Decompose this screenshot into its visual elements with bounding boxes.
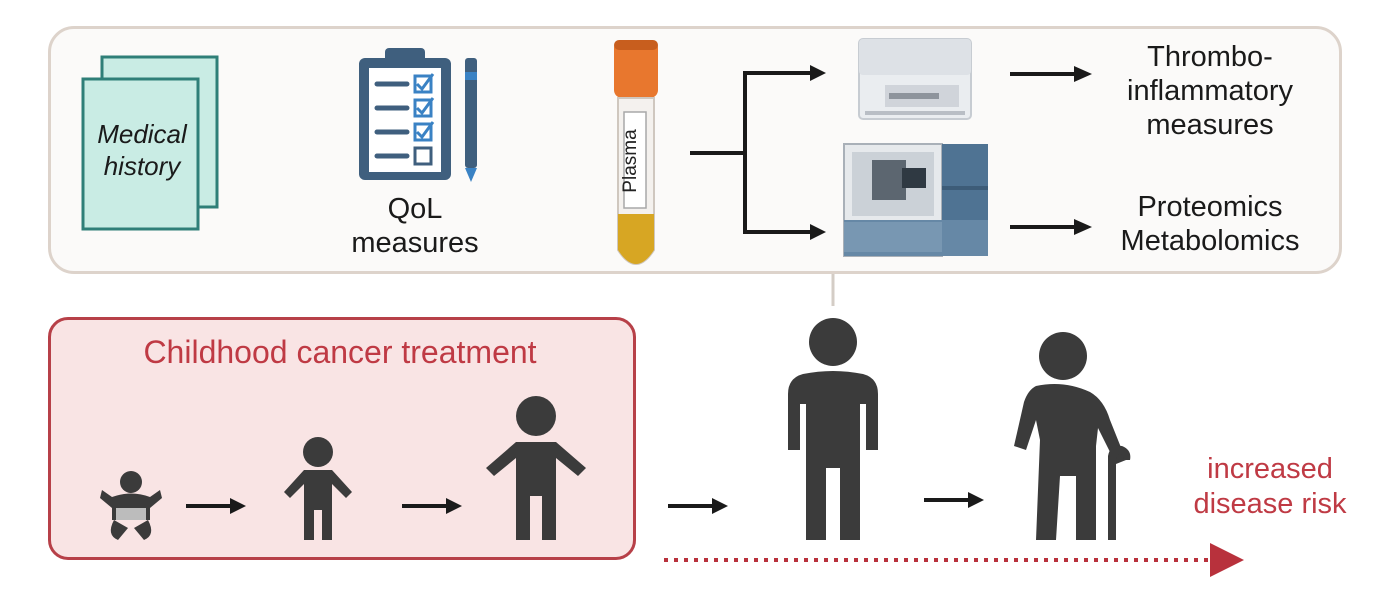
adult-icon bbox=[788, 318, 878, 540]
thrombo-label-line2: inflammatory bbox=[1127, 75, 1293, 107]
medical-history-documents-icon bbox=[81, 55, 219, 231]
qol-label-line1: QoL bbox=[387, 193, 443, 225]
baby-icon bbox=[100, 471, 162, 540]
analyzer-machine-icon bbox=[858, 38, 972, 120]
toddler-icon bbox=[284, 437, 352, 540]
data-collection-panel bbox=[48, 26, 1342, 274]
omics-label-line2: Metabolomics bbox=[1120, 225, 1300, 257]
thrombo-label-line1: Thrombo- bbox=[1147, 41, 1273, 73]
risk-label-line1: increased bbox=[1207, 453, 1333, 485]
plasma-tube-icon bbox=[614, 40, 658, 265]
clipboard-checklist-icon bbox=[359, 48, 477, 182]
elderly-with-cane-icon bbox=[1014, 332, 1131, 540]
omics-label-line1: Proteomics bbox=[1137, 191, 1283, 223]
medical-history-label: Medical history bbox=[97, 119, 187, 181]
child-icon bbox=[486, 396, 586, 540]
risk-label-line2: disease risk bbox=[1193, 488, 1347, 520]
thrombo-label-line3: measures bbox=[1146, 109, 1274, 141]
mass-spectrometer-icon bbox=[843, 143, 988, 257]
treatment-title: Childhood cancer treatment bbox=[143, 334, 537, 370]
qol-label-line2: measures bbox=[351, 227, 479, 259]
